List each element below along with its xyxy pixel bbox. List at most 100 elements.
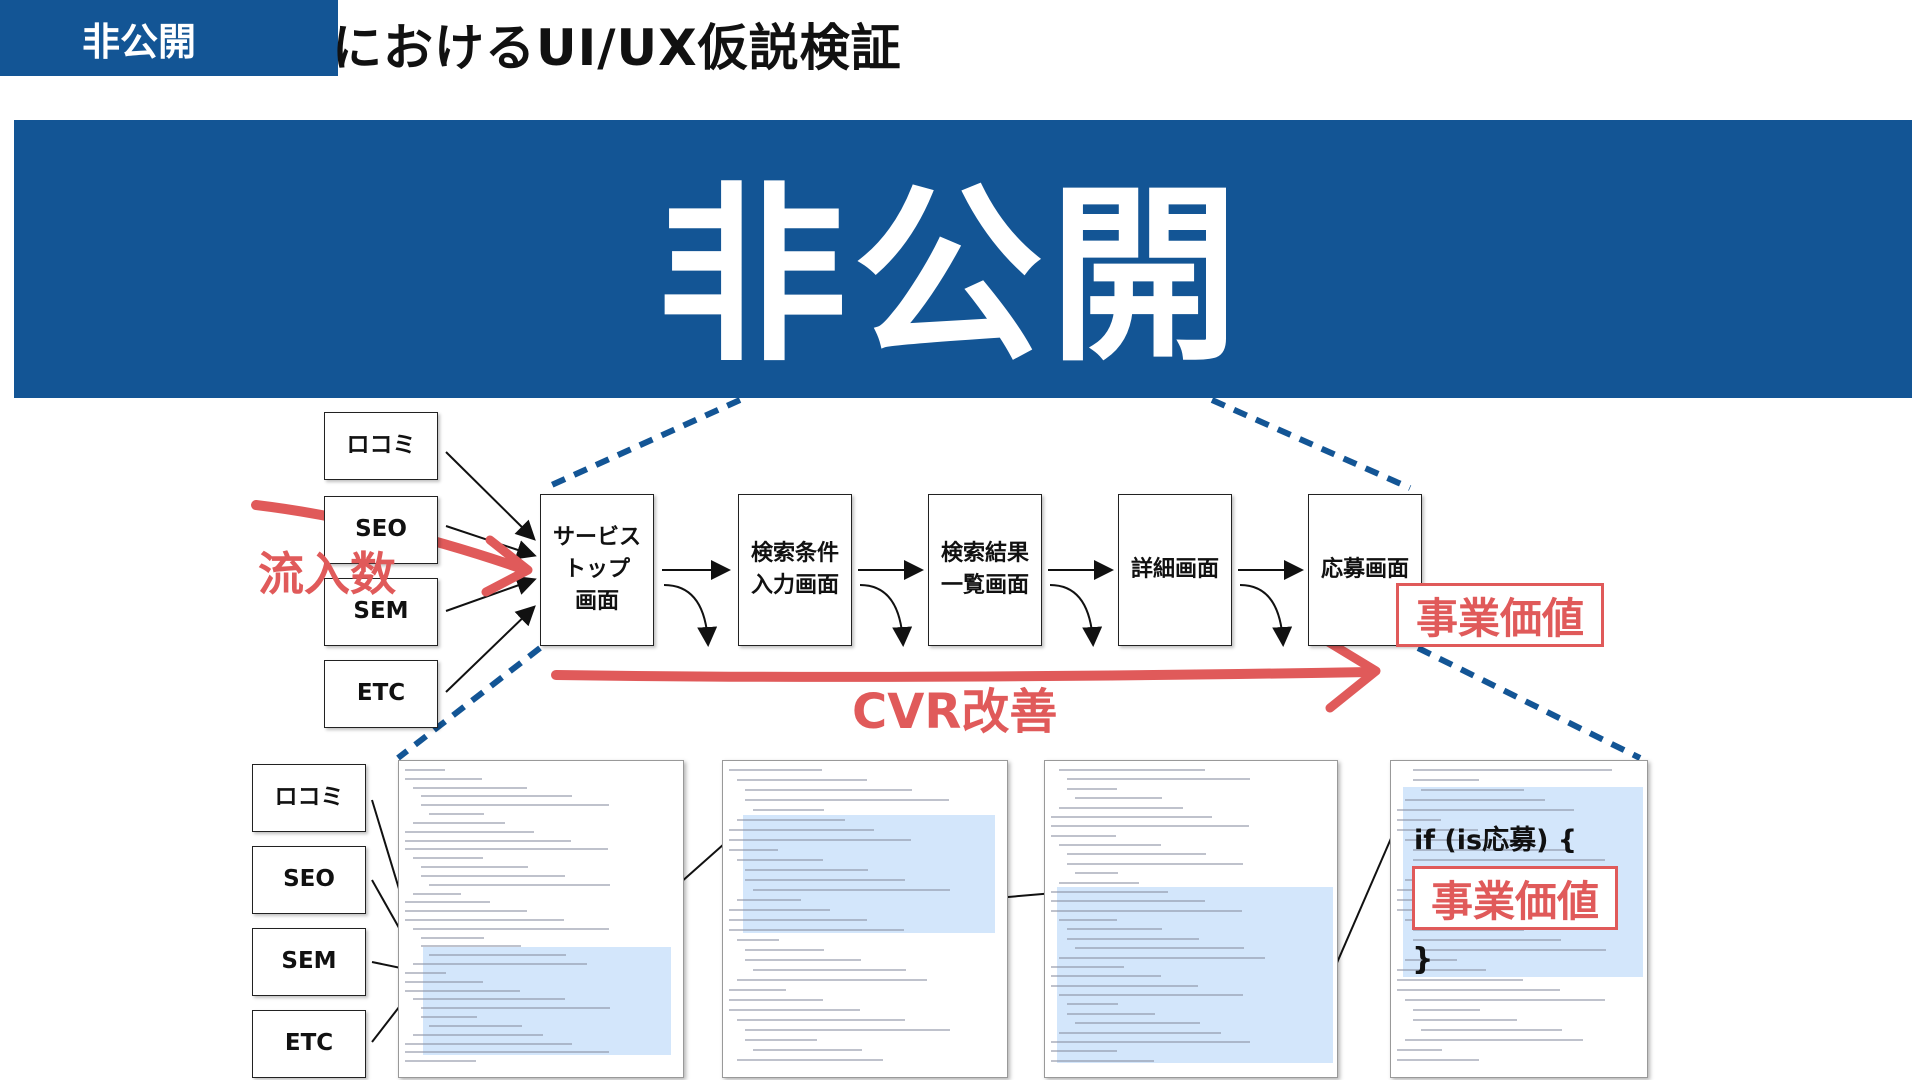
zoom-line-bottom-left bbox=[396, 645, 542, 761]
code-line bbox=[1067, 787, 1117, 790]
code-line bbox=[753, 809, 824, 811]
code-line bbox=[729, 909, 830, 911]
source-label: ETC bbox=[356, 680, 406, 707]
lower-source-box-etc: ETC bbox=[252, 1010, 366, 1078]
code-line bbox=[413, 998, 565, 1001]
step-label: 詳細画面 bbox=[1130, 557, 1219, 583]
code-line bbox=[1067, 778, 1250, 781]
code-line bbox=[1397, 829, 1478, 831]
code-line bbox=[413, 892, 461, 895]
dropoff-curve-2 bbox=[859, 584, 913, 647]
code-line bbox=[405, 830, 534, 833]
code-panel-3 bbox=[1044, 760, 1338, 1078]
code-highlight bbox=[743, 815, 995, 933]
code-line bbox=[405, 980, 483, 983]
code-line bbox=[1397, 1049, 1442, 1051]
code-line bbox=[429, 813, 484, 816]
step-label: 検索結果 一覧画面 bbox=[940, 541, 1029, 598]
code-line bbox=[737, 859, 823, 861]
code-line bbox=[1397, 809, 1574, 811]
step-label: 検索条件 入力画面 bbox=[750, 541, 839, 598]
slide-title: におけるUI/UX仮説検証 bbox=[332, 19, 902, 77]
code-line bbox=[405, 910, 527, 913]
code-line bbox=[729, 849, 778, 851]
inflow-label: 流入数 bbox=[258, 547, 396, 601]
code-line bbox=[1067, 853, 1206, 856]
code-line bbox=[1413, 939, 1561, 941]
code-line bbox=[421, 866, 528, 869]
step-label: サービス トップ 画面 bbox=[552, 525, 641, 614]
code-line bbox=[429, 1024, 522, 1027]
code-line bbox=[1075, 872, 1118, 875]
code-line bbox=[1051, 900, 1205, 903]
code-line bbox=[1051, 815, 1212, 818]
code-line bbox=[405, 769, 445, 771]
code-line bbox=[1413, 779, 1479, 781]
code-line bbox=[405, 1042, 572, 1045]
code-line bbox=[745, 959, 861, 961]
source-label: ロコミ bbox=[274, 784, 344, 811]
code-line bbox=[1051, 890, 1168, 893]
code-line bbox=[1051, 825, 1249, 828]
lower-source-box-seo: SEO bbox=[252, 846, 366, 914]
code-line bbox=[413, 857, 483, 860]
code-line bbox=[729, 989, 786, 991]
code-line bbox=[745, 799, 949, 801]
lower-business-value-label: 事業価値 bbox=[1430, 876, 1599, 926]
code-line bbox=[1075, 1022, 1200, 1025]
arrow-kuchikomi-to-top bbox=[445, 451, 536, 541]
code-line bbox=[1413, 1019, 1517, 1021]
source-label: SEM bbox=[353, 598, 409, 625]
step-service-top: サービス トップ 画面 bbox=[540, 494, 654, 646]
lower-business-value-badge: 事業価値 bbox=[1412, 866, 1618, 930]
code-line bbox=[1397, 979, 1523, 981]
code-line bbox=[729, 829, 874, 831]
code-line bbox=[1059, 769, 1205, 771]
cvr-label: CVR改善 bbox=[852, 684, 1058, 740]
code-line bbox=[1059, 806, 1183, 809]
code-line bbox=[737, 1019, 905, 1021]
confidential-tag-label: 非公開 bbox=[81, 19, 196, 64]
code-panel-2 bbox=[722, 760, 1008, 1078]
code-line bbox=[1051, 909, 1242, 912]
cvr-red-arrowhead bbox=[1320, 635, 1381, 713]
code-line bbox=[1059, 1031, 1221, 1034]
step-label: 応募画面 bbox=[1320, 557, 1409, 583]
code-line bbox=[1067, 1003, 1118, 1006]
confidential-banner-label: 非公開 bbox=[656, 165, 1245, 387]
code-line bbox=[737, 899, 801, 901]
confidential-tag: 非公開 bbox=[0, 0, 338, 76]
step-detail: 詳細画面 bbox=[1118, 494, 1232, 646]
code-line bbox=[1413, 849, 1568, 851]
code-line bbox=[1397, 969, 1486, 971]
code-line bbox=[1413, 859, 1605, 861]
confidential-banner: 非公開 bbox=[14, 120, 1912, 398]
code-line bbox=[1421, 949, 1606, 951]
code-line bbox=[1059, 919, 1117, 921]
business-value-label: 事業価値 bbox=[1415, 593, 1584, 643]
code-closing-brace: } bbox=[1412, 942, 1434, 977]
code-line bbox=[1397, 1059, 1479, 1061]
code-line bbox=[405, 839, 571, 842]
code-line bbox=[421, 795, 572, 798]
arrow-etc-to-top bbox=[445, 605, 536, 693]
code-line bbox=[1405, 839, 1523, 841]
code-line bbox=[729, 929, 904, 931]
source-label: ロコミ bbox=[346, 432, 416, 459]
code-line bbox=[1421, 789, 1524, 791]
code-line bbox=[413, 786, 527, 789]
code-line bbox=[745, 789, 912, 791]
dropoff-curve-3 bbox=[1049, 584, 1103, 647]
code-line bbox=[1067, 862, 1243, 865]
code-line bbox=[413, 1033, 543, 1036]
code-line bbox=[405, 919, 564, 921]
dropoff-curve-4 bbox=[1239, 584, 1293, 647]
code-line bbox=[1051, 1059, 1154, 1062]
code-line bbox=[429, 954, 566, 957]
code-line bbox=[745, 869, 868, 871]
code-line bbox=[1405, 999, 1605, 1001]
code-line bbox=[1059, 844, 1161, 846]
code-line bbox=[1413, 769, 1612, 771]
zoom-line-top-right bbox=[1210, 397, 1412, 491]
source-box-kuchikomi: ロコミ bbox=[324, 412, 438, 480]
